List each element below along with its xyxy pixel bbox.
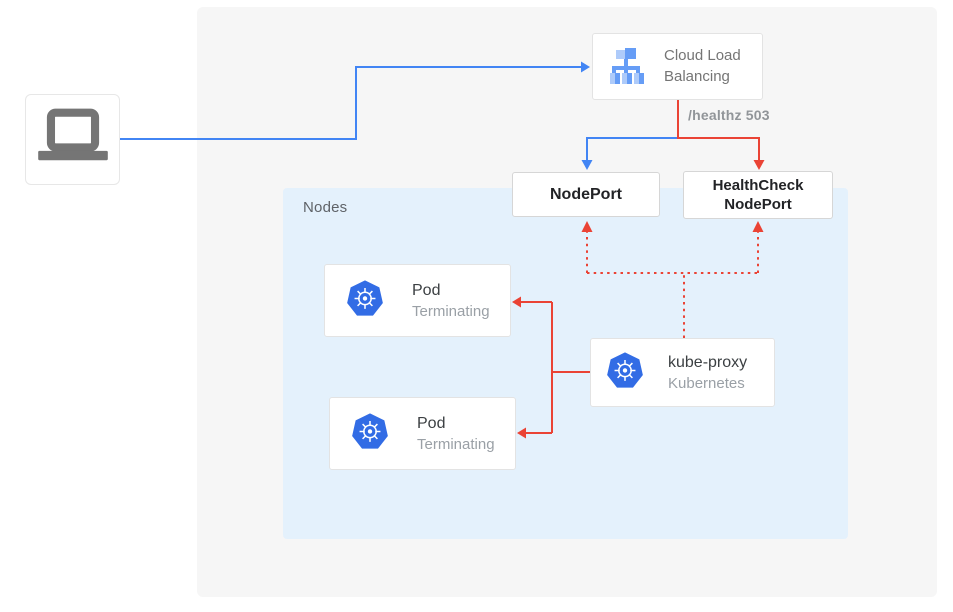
- pod-card: Pod Terminating: [324, 264, 511, 337]
- nodeport-label: NodePort: [550, 185, 622, 203]
- healthcheck-nodeport-card: HealthCheck NodePort: [683, 171, 833, 219]
- nodes-group-label: Nodes: [303, 199, 348, 216]
- nodeport-card: NodePort: [512, 172, 660, 217]
- pod-card: Pod Terminating: [329, 397, 516, 470]
- laptop-icon: [35, 108, 111, 171]
- pod-title: Pod: [412, 281, 441, 299]
- kubernetes-icon: [351, 412, 389, 455]
- pod-status: Terminating: [412, 302, 490, 320]
- pod-status: Terminating: [417, 435, 495, 453]
- kube-proxy-card: kube-proxy Kubernetes: [590, 338, 775, 407]
- client-card: [25, 94, 120, 185]
- pod-title: Pod: [417, 414, 446, 432]
- kube-proxy-subtitle: Kubernetes: [668, 374, 745, 392]
- cloud-load-balancing-label: Cloud Load Balancing: [664, 47, 741, 85]
- kubernetes-icon: [606, 351, 644, 394]
- kubernetes-icon: [346, 279, 384, 322]
- cloud-load-balancing-card: Cloud Load Balancing: [592, 33, 763, 100]
- kube-proxy-title: kube-proxy: [668, 353, 748, 371]
- healthz-503-label: /healthz 503: [688, 107, 770, 123]
- cloud-load-balancing-icon: [606, 44, 646, 89]
- healthcheck-nodeport-label: HealthCheck NodePort: [712, 176, 804, 214]
